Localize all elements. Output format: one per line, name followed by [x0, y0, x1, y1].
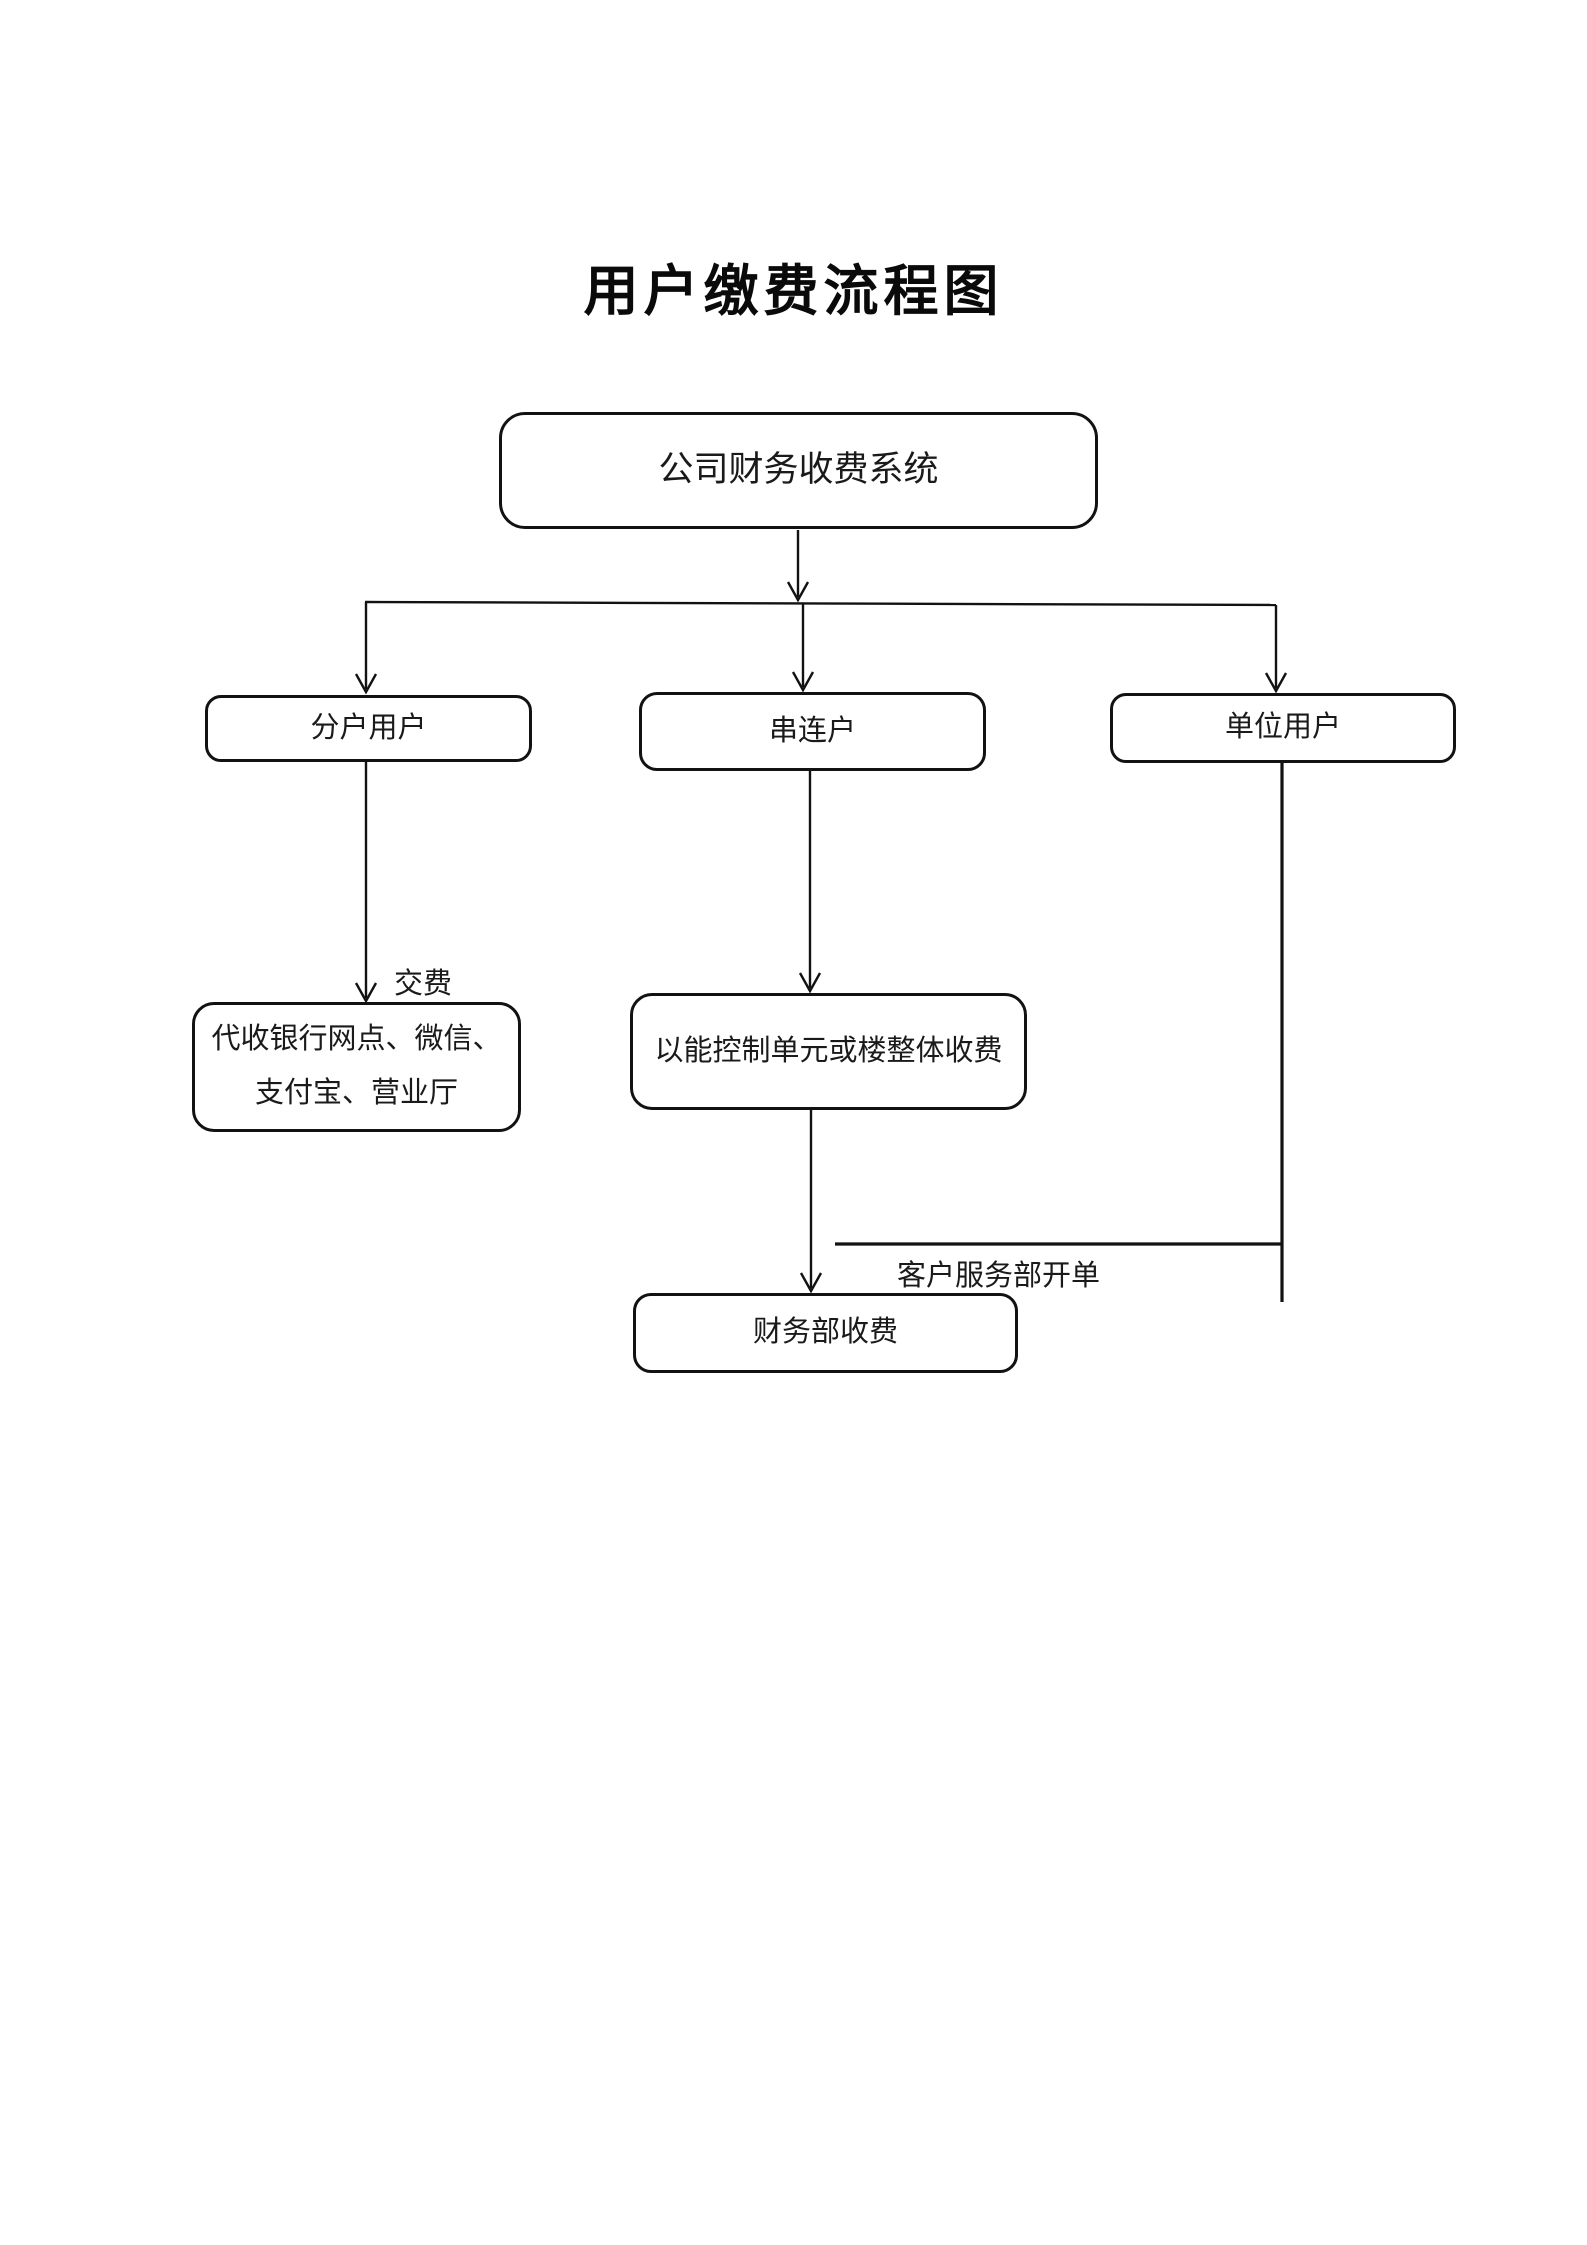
node-unit-user: 单位用户 — [1110, 693, 1456, 763]
arrowhead-system-down — [786, 581, 810, 603]
node-building-charge: 以能控制单元或楼整体收费 — [630, 993, 1027, 1110]
arrowhead-to-series — [791, 671, 815, 693]
node-finance-dept: 财务部收费 — [633, 1293, 1018, 1373]
edge-branch-bar — [364, 600, 1277, 607]
edge-label-pay-fee: 交费 — [394, 968, 453, 1000]
node-payment-channels: 代收银行网点、微信、支付宝、营业厅 — [192, 1002, 521, 1132]
node-split-household: 分户用户 — [205, 695, 532, 762]
node-company-finance-system: 公司财务收费系统 — [499, 412, 1098, 529]
arrowhead-to-split — [354, 673, 378, 695]
arrowhead-building-to-finance — [799, 1272, 823, 1294]
node-series-household: 串连户 — [639, 692, 986, 771]
arrowhead-to-unit — [1264, 672, 1288, 694]
edge-label-service-dept-billing: 客户服务部开单 — [897, 1260, 1101, 1292]
arrowhead-series-to-building — [798, 972, 822, 994]
arrowhead-split-to-channels — [354, 982, 378, 1004]
page-title: 用户缴费流程图 — [583, 261, 1004, 322]
